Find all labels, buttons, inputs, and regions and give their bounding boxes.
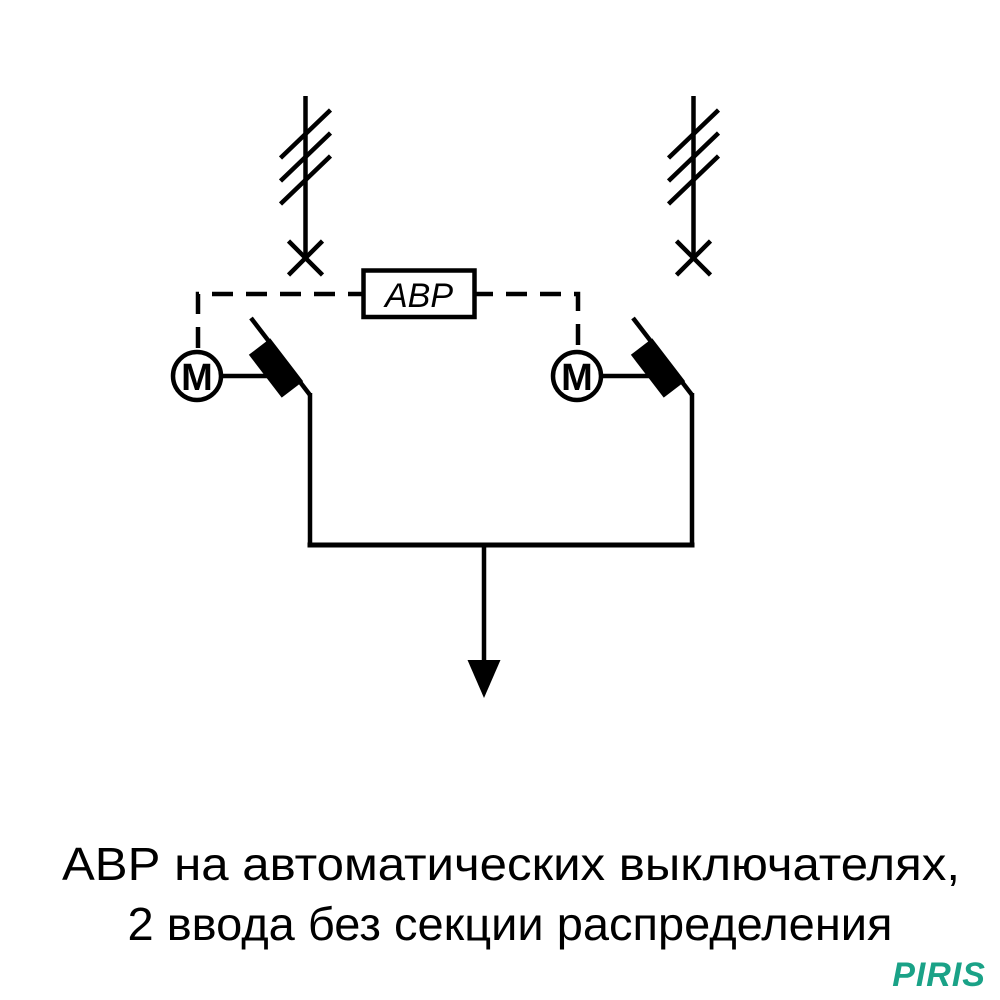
hatch-mark [666, 131, 721, 183]
breaker-body [248, 338, 304, 398]
avr-box-label: АВР [383, 277, 453, 315]
caption: АВР на автоматических выключателях, 2 вв… [62, 838, 960, 950]
hatch-mark [278, 154, 333, 206]
hatch-mark [278, 131, 333, 183]
incoming-feeder-left [278, 96, 333, 277]
motor-label: М [181, 357, 213, 399]
arrow-down-icon [467, 660, 501, 698]
motor-drive-right: М [550, 349, 650, 403]
motor-drive-left: М [170, 349, 268, 403]
cross-stroke [286, 239, 325, 277]
avr-box-frame [361, 268, 477, 320]
contact-cross-icon [286, 239, 325, 277]
piris-logo: PIRIS [892, 956, 986, 994]
hatch-mark [666, 154, 721, 206]
hatch-mark [278, 108, 333, 160]
circuit-breaker-right [630, 316, 695, 547]
caption-line-2: 2 ввода без секции распределения [128, 898, 893, 950]
control-link-right [475, 291, 581, 345]
avr-box: АВР [361, 268, 477, 320]
control-link-left [195, 291, 363, 348]
caption-line-1: АВР на автоматических выключателях, [62, 838, 960, 890]
incoming-feeder-right [666, 96, 721, 277]
circuit-breaker-left [248, 316, 313, 547]
avr-control-links [195, 291, 581, 348]
motor-label: М [561, 357, 593, 399]
breaker-body [630, 338, 686, 398]
bus-and-load [307, 542, 695, 698]
cross-stroke [674, 239, 713, 277]
hatch-mark [666, 108, 721, 160]
contact-cross-icon [674, 239, 713, 277]
